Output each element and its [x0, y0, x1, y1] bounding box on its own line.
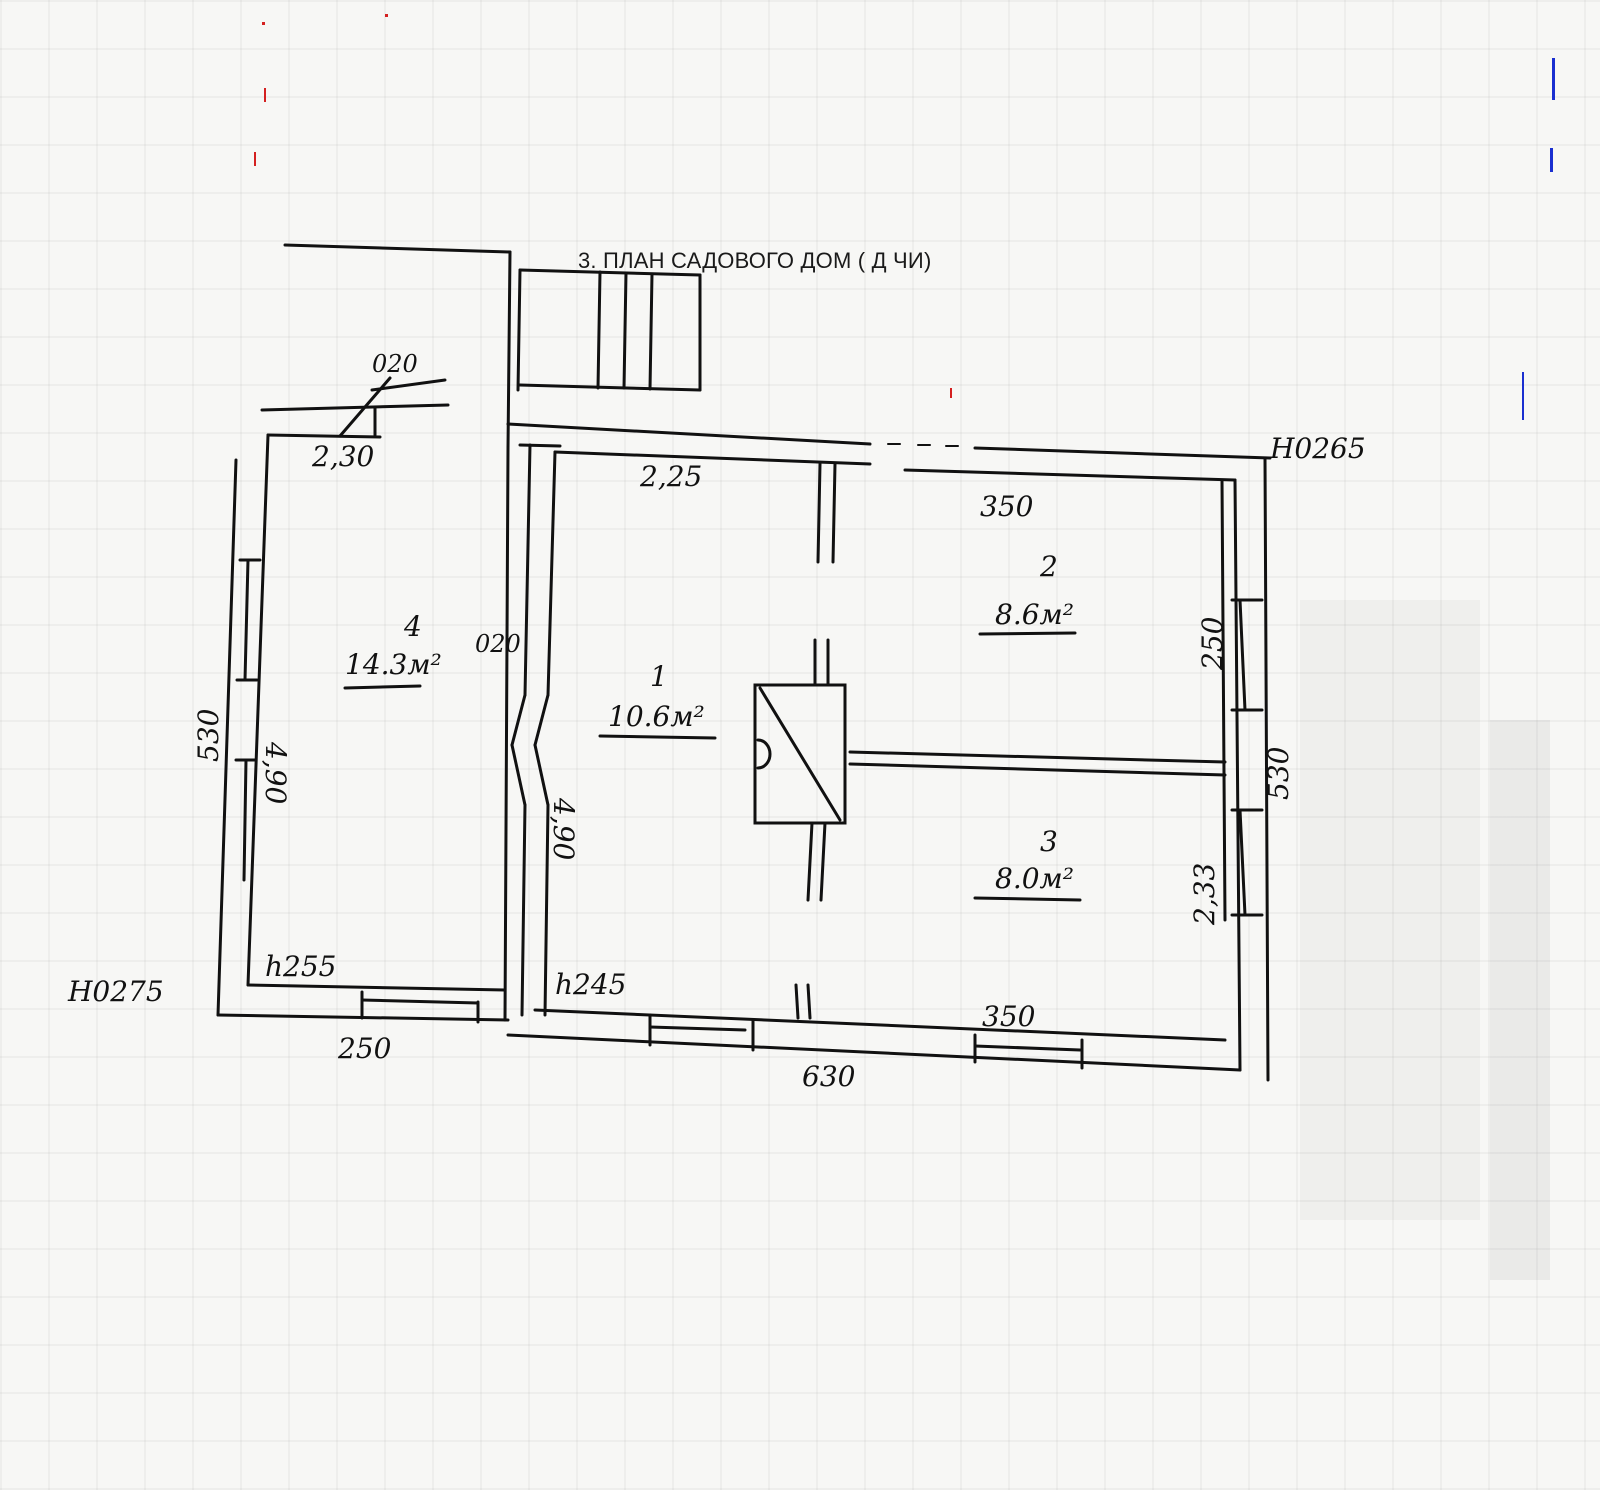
room-3-area: 8.0м²	[995, 862, 1074, 895]
dim-top-middle: 2,25	[640, 460, 703, 493]
blue-mark	[1552, 58, 1555, 100]
dim-bottom-right: 350	[982, 1000, 1036, 1033]
room-4-number: 4	[404, 610, 422, 643]
red-mark	[264, 88, 266, 102]
red-mark	[950, 388, 952, 398]
room-3-number: 3	[1040, 825, 1058, 858]
room-2-area: 8.6м²	[995, 598, 1074, 631]
room-1-number: 1	[650, 660, 668, 693]
dim-bottom-total: 630	[802, 1060, 856, 1093]
room-4-area: 14.3м²	[345, 648, 442, 681]
scan-shadow	[1490, 720, 1550, 1280]
level-bottom-left: H0275	[68, 975, 164, 1008]
red-mark	[385, 14, 388, 17]
dim-top-left: 2,30	[312, 440, 375, 473]
dim-bottom-left: 250	[338, 1032, 392, 1065]
room-2-number: 2	[1040, 550, 1058, 583]
red-mark	[262, 22, 265, 25]
dim-right-outer: 530	[1262, 746, 1295, 800]
blue-mark	[1550, 148, 1553, 172]
dim-top-right: 350	[980, 490, 1034, 523]
room4-height: h255	[265, 950, 337, 983]
plan-title: 3. ПЛАН САДОВОГО ДОМ ( Д ЧИ)	[578, 248, 932, 273]
red-mark	[254, 152, 256, 166]
dim-left-outer: 530	[192, 708, 225, 762]
dim-left-inner: 4,90	[259, 742, 292, 805]
room-1-area: 10.6м²	[608, 700, 705, 733]
dim-right-lower: 2,33	[1188, 862, 1221, 925]
dim-inner-wall: 020	[475, 630, 521, 658]
blue-mark	[1522, 372, 1524, 420]
level-top-right: H0265	[1270, 432, 1366, 465]
dim-porch-wall: 020	[372, 350, 418, 378]
room1-height: h245	[555, 968, 627, 1001]
dim-middle-inner: 4,90	[547, 798, 580, 861]
dim-right-upper: 250	[1196, 616, 1229, 670]
